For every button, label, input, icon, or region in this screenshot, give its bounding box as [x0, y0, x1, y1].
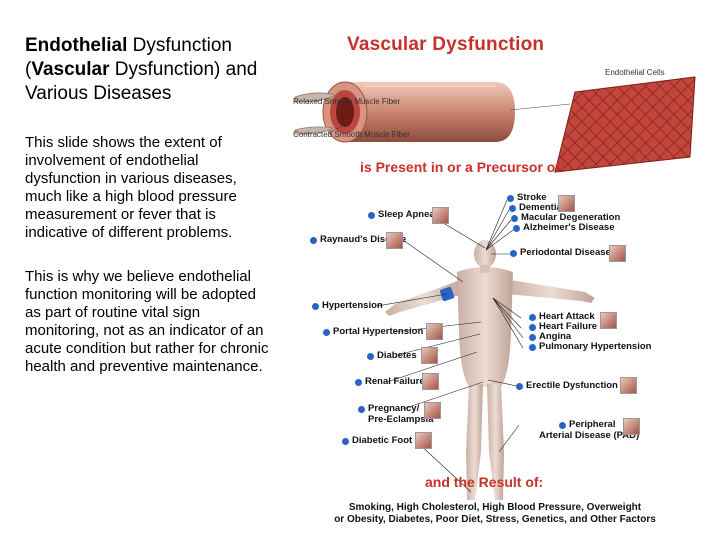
- bullet-dot-icon: [310, 237, 317, 244]
- causes-line-1: Smoking, High Cholesterol, High Blood Pr…: [348, 502, 642, 513]
- causes-text: Smoking, High Cholesterol, High Blood Pr…: [285, 502, 705, 526]
- disease-angina: Angina: [539, 331, 572, 342]
- disease-pad: Arterial Disease (PAD): [539, 430, 640, 441]
- bullet-dot-icon: [323, 329, 330, 336]
- disease-dementia: Dementia: [519, 202, 562, 213]
- foot-icon: [415, 432, 432, 449]
- disease-sleep-apnea: Sleep Apnea: [378, 209, 435, 220]
- result-heading: and the Result of:: [425, 474, 544, 490]
- liver-icon: [426, 323, 443, 340]
- bullet-dot-icon: [358, 406, 365, 413]
- disease-pre-eclampsia: Pre-Eclampsia: [368, 414, 434, 425]
- disease-renal: Renal Failure: [365, 376, 425, 387]
- disease-heart-attack: Heart Attack: [539, 311, 595, 322]
- muscle-fiber-icon: [294, 92, 345, 135]
- title-text-2: Dysfunction (: [25, 35, 232, 80]
- bullet-dot-icon: [559, 422, 566, 429]
- precursor-heading: is Present in or a Precursor of:: [360, 159, 565, 175]
- illustration-art: [294, 76, 696, 500]
- relaxed-fiber-label: Relaxed Smooth Muscle Fiber: [293, 97, 401, 106]
- disease-periodontal: Periodontal Disease: [520, 247, 611, 258]
- bullet-dot-icon: [355, 379, 362, 386]
- disease-heart-failure: Heart Failure: [539, 321, 598, 332]
- endothelial-cells-label: Endothelial Cells: [605, 68, 665, 77]
- reproductive-icon: [620, 377, 637, 394]
- heart-icon: [600, 312, 617, 329]
- disease-pregnancy: Pregnancy/: [368, 403, 420, 414]
- vascular-dysfunction-illustration: Vascular Dysfunction Endothelial Cells R…: [285, 22, 705, 530]
- slide-title: Endothelial Dysfunction (Vascular Dysfun…: [25, 34, 275, 106]
- bullet-dot-icon: [529, 334, 536, 341]
- connector-lines: [376, 199, 524, 493]
- bullet-dot-icon: [516, 383, 523, 390]
- bullet-dot-icon: [507, 195, 514, 202]
- disease-stroke: Stroke: [517, 192, 547, 203]
- leg-icon: [623, 418, 640, 435]
- title-text-4: Dysfunction) and Various Diseases: [25, 59, 258, 104]
- bullet-dot-icon: [342, 438, 349, 445]
- pancreas-icon: [421, 347, 438, 364]
- contracted-fiber-label: Contracted Smooth Muscle Fiber: [293, 130, 410, 139]
- bullet-dot-icon: [367, 353, 374, 360]
- disease-raynauds: Raynaud's Disease: [320, 234, 407, 245]
- disease-peripheral: Peripheral: [569, 419, 616, 430]
- bullet-dot-icon: [529, 324, 536, 331]
- bullet-dot-icon: [529, 314, 536, 321]
- endothelial-cells-icon: [509, 76, 696, 173]
- teeth-icon: [609, 245, 626, 262]
- sleep-icon: [432, 207, 449, 224]
- paragraph-1: This slide shows the extent of involveme…: [25, 134, 237, 241]
- causes-line-2: or Obesity, Diabetes, Poor Diet, Stress,…: [334, 514, 656, 525]
- brain-icon: [558, 195, 575, 212]
- kidney-icon: [422, 373, 439, 390]
- disease-pulmonary: Pulmonary Hypertension: [539, 341, 652, 352]
- disease-erectile: Erectile Dysfunction: [526, 380, 618, 391]
- pregnancy-icon: [424, 402, 441, 419]
- bullet-dot-icon: [312, 303, 319, 310]
- paragraph-2: This is why we believe endothelial funct…: [25, 268, 269, 375]
- bullet-dot-icon: [510, 250, 517, 257]
- disease-diabetes: Diabetes: [377, 350, 417, 361]
- bullet-dot-icon: [529, 344, 536, 351]
- text-column: Endothelial Dysfunction (Vascular Dysfun…: [25, 34, 275, 402]
- human-body-icon: [385, 240, 595, 500]
- bullet-dot-icon: [509, 205, 516, 212]
- disease-diabetic-foot: Diabetic Foot: [352, 435, 413, 446]
- bullet-dot-icon: [511, 215, 518, 222]
- disease-hypertension: Hypertension: [322, 300, 383, 311]
- title-bold-1: Endothelial: [25, 35, 128, 56]
- title-bold-3: Vascular: [31, 59, 110, 80]
- disease-alzheimers: Alzheimer's Disease: [523, 222, 615, 233]
- bullet-dot-icon: [513, 225, 520, 232]
- figure-title: Vascular Dysfunction: [347, 34, 545, 55]
- blood-vessel-icon: [322, 81, 515, 143]
- hand-icon: [386, 232, 403, 249]
- disease-macular: Macular Degeneration: [521, 212, 621, 223]
- disease-portal-hypertension: Portal Hypertension: [333, 326, 424, 337]
- bullet-dot-icon: [368, 212, 375, 219]
